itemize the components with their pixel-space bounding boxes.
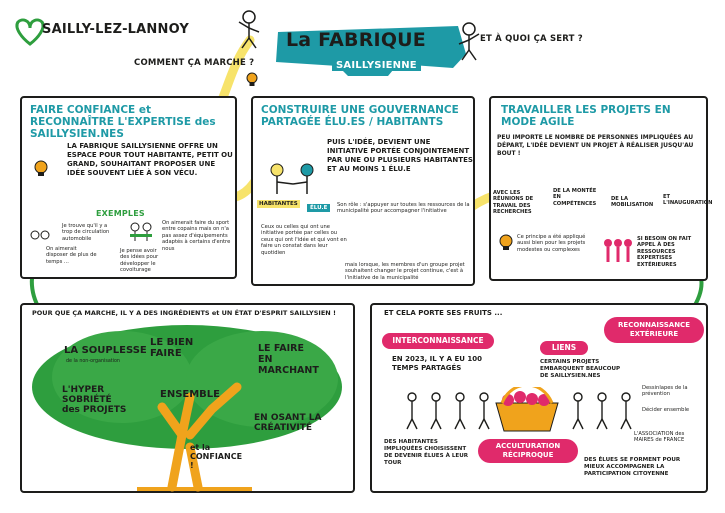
people-group-icon — [130, 222, 152, 241]
ingredient-confiance: et la CONFIANCE ! — [190, 443, 243, 470]
page-title: La FABRIQUE — [286, 29, 426, 51]
panel-ingredients: POUR QUE ÇA MARCHE, IL Y A DES INGRÉDIEN… — [20, 303, 355, 493]
fruit-basket-icon — [495, 387, 559, 432]
lightbulb-icon — [34, 160, 48, 176]
stick-figure-icon — [458, 22, 480, 61]
panel-governance: CONSTRUIRE UNE GOUVERNANCE PARTAGÉE ÉLU.… — [251, 96, 475, 286]
pill-interconnaissance: INTERCONNAISSANCE — [382, 333, 494, 349]
fruits-intro: ET CELA PORTE SES FRUITS ... — [384, 309, 503, 317]
pill-liens: LIENS — [540, 341, 588, 355]
step-inauguration: ET L'INAUGURATION — [663, 194, 713, 207]
logo: SAILLY-LEZ-LANNOY — [12, 16, 212, 46]
ingredient-souplesse-sub: de la non-organisation — [66, 359, 120, 364]
ingredient-sobriete: L'HYPER SOBRIÉTÉ des PROJETS — [62, 385, 127, 415]
stick-figure-icon — [238, 10, 260, 49]
recon-note-3: L'ASSOCIATION des MAIRES de FRANCE — [634, 431, 685, 444]
examples-label: EXEMPLES — [96, 209, 145, 218]
step-skills: DE LA MONTÉE EN COMPÉTENCES — [553, 188, 597, 207]
elu-role: Son rôle : s'appuyer sur toutes les ress… — [337, 202, 470, 215]
interconnaissance-text: EN 2023, IL Y A EU 100 TEMPS PARTAGÉS — [392, 355, 483, 372]
panel-agile: TRAVAILLER LES PROJETS EN MODE AGILE PEU… — [489, 96, 713, 281]
people-group-icon — [604, 239, 632, 262]
panel-fruits: ET CELA PORTE SES FRUITS ... INTERCONNAI… — [370, 303, 708, 493]
acculturation-left: DES HABITANTES IMPLIQUÉES CHOISISSENT DE… — [384, 439, 469, 466]
question-why: ET À QUOI ÇA SERT ? — [480, 34, 583, 44]
people-group-icon — [406, 392, 490, 430]
ingredient-ensemble: ENSEMBLE — [160, 389, 221, 400]
lightbulb-icon — [499, 234, 513, 250]
panel-governance-title: CONSTRUIRE UNE GOUVERNANCE PARTAGÉE ÉLU.… — [261, 104, 459, 128]
ingredient-creativite: EN OSANT LA CRÉATIVITÉ — [254, 413, 322, 433]
pill-acculturation: ACCULTURATION RÉCIPROQUE — [478, 439, 578, 463]
panel-trust-title: FAIRE CONFIANCE et RECONNAÎTRE L'EXPERTI… — [30, 104, 216, 140]
liens-text: CERTAINS PROJETS EMBARQUENT BEAUCOUP DE … — [540, 359, 621, 379]
example-traffic: Je trouve qu'il y a trop de circulation … — [62, 223, 110, 242]
agile-principle: Ce principe a été appliqué aussi bien po… — [517, 234, 586, 253]
ingredient-bien-faire: LE BIEN FAIRE — [150, 337, 194, 359]
label-habitant: HABITANTES — [257, 200, 300, 208]
ingredients-intro: POUR QUE ÇA MARCHE, IL Y A DES INGRÉDIEN… — [32, 309, 336, 317]
acculturation-right: DES ÉLUES SE FORMENT POUR MIEUX ACCOMPAG… — [584, 457, 681, 477]
example-sport: On aimerait faire du sport entre copains… — [162, 220, 231, 252]
panel-trust-body: LA FABRIQUE SAILLYSIENNE OFFRE UN ESPACE… — [67, 142, 233, 177]
handshake-people-icon — [270, 163, 314, 194]
ingredient-souplesse: LA SOUPLESSE — [64, 345, 147, 356]
bike-icon — [30, 230, 50, 240]
label-elu: ÉLU.E — [307, 204, 331, 212]
title-banner: La FABRIQUE SAILLYSIENNE — [268, 20, 468, 78]
heart-map-icon — [15, 18, 45, 46]
panel-agile-title: TRAVAILLER LES PROJETS EN MODE AGILE — [501, 104, 671, 128]
recon-note-2: Décider ensemble — [642, 407, 690, 413]
pill-reconnaissance: RECONNAISSANCE EXTÉRIEURE — [604, 317, 704, 343]
ingredient-faire-en-marchant: LE FAIRE EN MARCHANT — [258, 343, 319, 376]
example-time: On aimerait disposer de plus de temps ..… — [46, 246, 97, 265]
step-meetings: AVEC LES RÉUNIONS DE TRAVAIL DES RECHERC… — [493, 190, 534, 216]
example-carpool: Je pense avoir des idées pour développer… — [120, 248, 159, 274]
question-how: COMMENT ÇA MARCHE ? — [134, 58, 255, 68]
governance-footer: mais lorsque, les membres d'un groupe pr… — [345, 262, 465, 281]
step-mobilisation: DE LA MOBILISATION — [611, 196, 654, 209]
habitant-role: Ceux ou celles qui ont une initiative po… — [261, 224, 347, 256]
recon-note-1: Dessinlapes de la prévention — [642, 385, 688, 398]
agile-resources: SI BESOIN ON FAIT APPEL À DES RESSOURCES… — [637, 236, 692, 268]
page-subtitle: SAILLYSIENNE — [332, 60, 421, 71]
panel-agile-body: PEU IMPORTE LE NOMBRE DE PERSONNES IMPLI… — [497, 134, 694, 157]
lightbulb-icon — [246, 72, 258, 86]
panel-governance-body: PUIS L'IDÉE, DEVIENT UNE INITIATIVE PORT… — [327, 138, 473, 173]
panel-trust: FAIRE CONFIANCE et RECONNAÎTRE L'EXPERTI… — [20, 96, 237, 279]
people-group-icon — [572, 392, 632, 430]
tree-illustration — [32, 325, 342, 492]
logo-text: SAILLY-LEZ-LANNOY — [42, 22, 189, 37]
